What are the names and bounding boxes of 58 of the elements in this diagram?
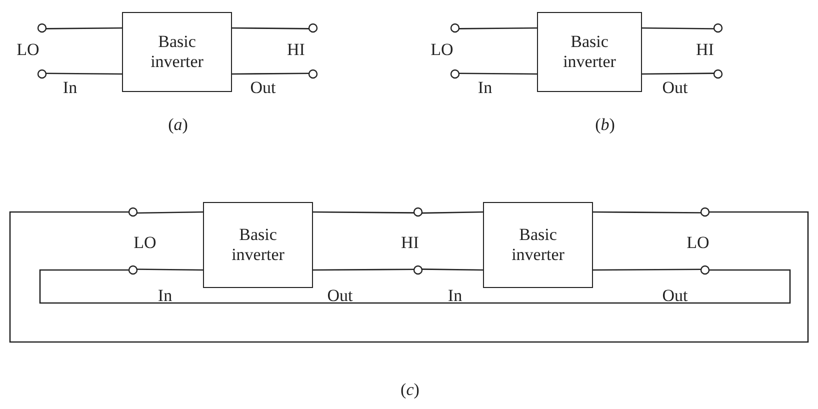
wire xyxy=(46,72,122,75)
terminal-circle xyxy=(413,207,423,217)
wire xyxy=(232,72,310,75)
wire xyxy=(422,211,484,214)
terminal-circle xyxy=(450,69,460,79)
wire xyxy=(313,268,414,271)
terminal-label: LO xyxy=(430,40,454,60)
terminal-circle xyxy=(37,23,47,33)
wire xyxy=(313,211,414,214)
terminal-circle xyxy=(713,69,723,79)
terminal-label: In xyxy=(478,78,492,98)
inverter-block xyxy=(483,202,593,288)
terminal-label: LO xyxy=(16,40,40,60)
terminal-label: In xyxy=(448,286,462,306)
figure-caption: (c) xyxy=(400,380,420,400)
block-label: Basic inverter xyxy=(510,225,566,265)
inverter-block xyxy=(537,12,642,92)
wire xyxy=(136,268,203,271)
block-label: Basic inverter xyxy=(230,225,286,265)
terminal-label: LO xyxy=(686,233,710,253)
terminal-circle xyxy=(450,23,460,33)
terminal-circle xyxy=(700,265,710,275)
terminal-circle xyxy=(128,207,138,217)
terminal-circle xyxy=(413,265,423,275)
wire xyxy=(46,27,122,30)
terminal-label: Out xyxy=(327,286,353,306)
terminal-circle xyxy=(128,265,138,275)
figure-caption: (a) xyxy=(168,115,188,135)
terminal-label: In xyxy=(158,286,172,306)
block-label: Basic inverter xyxy=(562,32,617,72)
wire xyxy=(39,269,791,304)
wire xyxy=(136,211,204,214)
wire xyxy=(593,268,702,271)
terminal-label: HI xyxy=(287,40,305,60)
wire xyxy=(422,268,483,271)
terminal-circle xyxy=(713,23,723,33)
inverter-block xyxy=(122,12,232,92)
terminal-label: HI xyxy=(401,233,419,253)
wire xyxy=(642,27,714,30)
terminal-label: Out xyxy=(662,286,688,306)
figure-caption: (b) xyxy=(595,115,615,135)
wire xyxy=(642,72,714,75)
wire xyxy=(232,27,310,30)
terminal-label: HI xyxy=(696,40,714,60)
inverter-block xyxy=(203,202,313,288)
wire xyxy=(9,211,809,343)
terminal-label: LO xyxy=(134,233,156,253)
wire xyxy=(458,27,537,30)
terminal-label: In xyxy=(62,78,78,98)
terminal-label: Out xyxy=(250,78,276,98)
terminal-circle xyxy=(37,69,47,79)
block-label: Basic inverter xyxy=(150,32,204,72)
wire xyxy=(593,211,702,214)
terminal-circle xyxy=(308,23,318,33)
wire xyxy=(458,72,537,75)
terminal-circle xyxy=(700,207,710,217)
terminal-circle xyxy=(308,69,318,79)
terminal-label: Out xyxy=(662,78,688,98)
